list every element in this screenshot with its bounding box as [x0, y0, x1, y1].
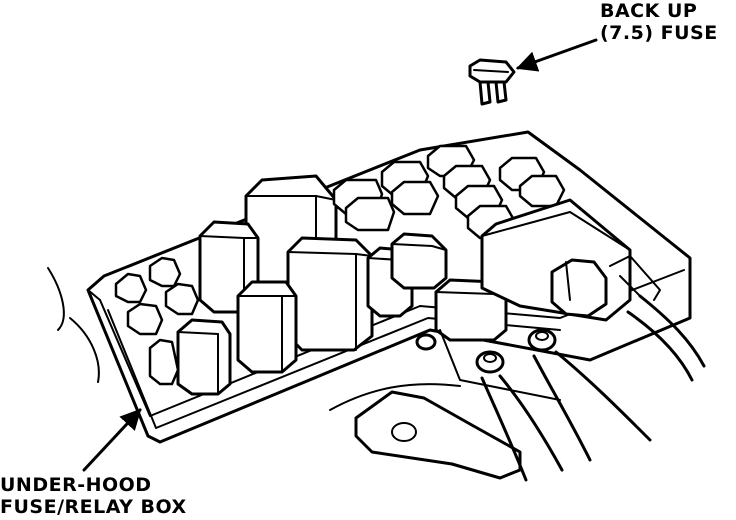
relay-medium-3 [176, 318, 232, 396]
fuse-box-arrow [82, 408, 142, 472]
battery-cables [439, 294, 706, 482]
fuse-row-left [114, 256, 200, 386]
backup-fuse-label-line1: BACK UP [600, 0, 698, 22]
backup-fuse-icon [468, 58, 516, 106]
relay-large-2 [286, 236, 374, 352]
relay-medium-5 [390, 232, 448, 290]
fuse-relay-box-label-line1: UNDER-HOOD [0, 474, 152, 496]
connector-block [480, 198, 661, 322]
callout-arrows [82, 38, 598, 472]
backup-fuse-label: BACK UP (7.5) FUSE [600, 0, 718, 44]
backup-fuse-arrow [516, 38, 598, 72]
terminal-posts [415, 328, 557, 374]
fuse-relay-box-label: UNDER-HOOD FUSE/RELAY BOX [0, 474, 187, 518]
hood-contours [47, 267, 461, 411]
relay-medium-2 [236, 280, 298, 374]
mounting-bracket [354, 390, 522, 480]
backup-fuse-label-line2: (7.5) FUSE [600, 22, 718, 44]
fuse-relay-box-label-line2: FUSE/RELAY BOX [0, 496, 187, 518]
fuse-row-upper [332, 144, 566, 240]
